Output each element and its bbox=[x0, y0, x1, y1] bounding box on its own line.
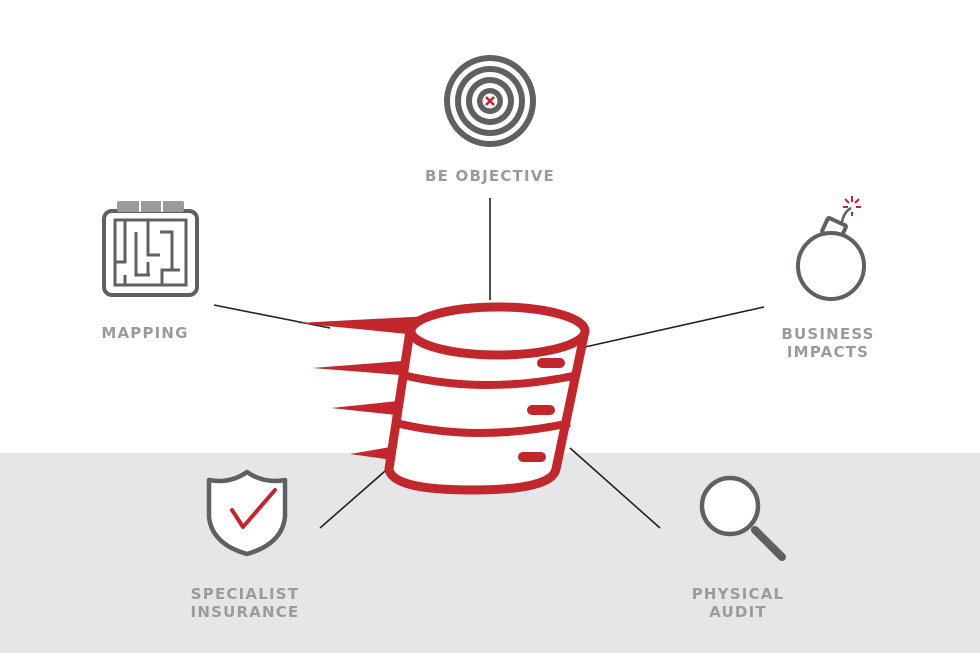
target-icon bbox=[444, 55, 536, 147]
label-specialist-insurance: SPECIALIST INSURANCE bbox=[190, 585, 300, 621]
maze-map-icon bbox=[102, 201, 199, 297]
shield-check-icon bbox=[206, 469, 288, 557]
connector-business-impacts bbox=[584, 306, 765, 348]
connector-physical-audit bbox=[569, 447, 661, 529]
magnifier-icon bbox=[699, 475, 786, 561]
database-icon bbox=[297, 302, 590, 495]
connector-specialist-insurance bbox=[319, 464, 393, 529]
label-physical-audit: PHYSICAL AUDIT bbox=[691, 585, 785, 621]
label-business-impacts: BUSINESS IMPACTS bbox=[781, 325, 875, 361]
label-be-objective: BE OBJECTIVE bbox=[425, 167, 555, 185]
connector-mapping bbox=[213, 304, 331, 329]
bomb-icon bbox=[796, 196, 866, 301]
label-mapping: MAPPING bbox=[101, 324, 189, 342]
